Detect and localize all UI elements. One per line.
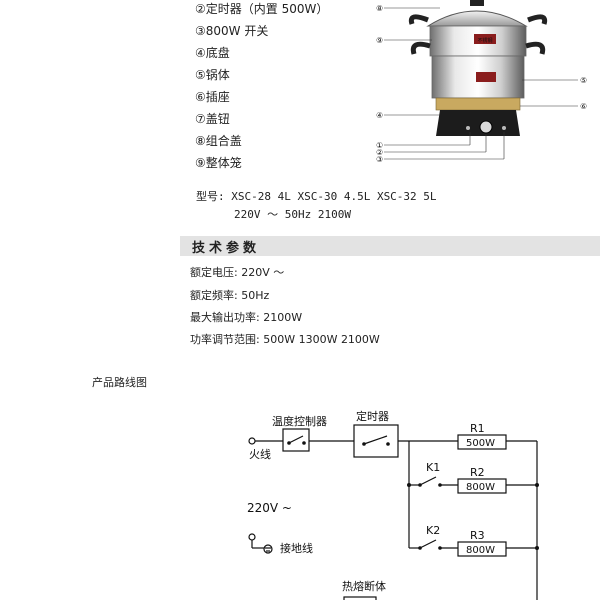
callout-1: ① [376,141,383,150]
r2-label: R2 [470,466,485,479]
spec-power-range: 功率调节范围: 500W 1300W 2100W [190,333,380,346]
circuit-caption: 产品路线图 [92,376,147,389]
part-item-pot-body: ⑤锅体 [195,68,230,82]
callout-2: ② [376,148,383,157]
ground-wire-label: 接地线 [280,541,313,555]
r2-value: 800W [466,482,495,493]
callout-8: ⑧ [376,4,383,13]
r3-label: R3 [470,529,485,542]
k2-label: K2 [426,524,440,537]
part-item-socket: ⑥插座 [195,90,230,104]
part-item-lid-knob: ⑦盖钮 [195,112,230,126]
fuse-label: 热熔断体 [342,579,386,593]
timer-label: 定时器 [356,409,389,423]
voltage-label: 220V ~ [247,501,292,515]
part-item-base: ④底盘 [195,46,230,60]
callout-4: ④ [376,111,383,120]
steamer-pot-drawing: 不锈钢 [408,0,548,136]
k1-switch-contact [419,476,437,486]
spec-voltage: 额定电压: 220V ～ [190,266,285,279]
model-line: 型号: XSC-28 4L XSC-30 4.5L XSC-32 5L [196,190,437,203]
tech-params-title: 技术参数 [192,241,261,256]
pot-logo: 不锈钢 [477,37,492,44]
part-item-steamer: ⑨整体笼 [195,156,242,170]
callout-5: ⑤ [580,76,587,85]
k2-switch-contact [419,539,437,549]
lid-knob-icon [470,0,484,6]
power-line: 220V ～ 50Hz 2100W [234,208,351,221]
ground-symbol-icon [263,544,273,554]
callout-6: ⑥ [580,102,587,111]
control-knob-icon [479,120,493,134]
tech-params-header: 技术参数 [180,236,600,256]
r1-label: R1 [470,422,485,435]
r3-value: 800W [466,545,495,556]
part-item-combo-lid: ⑧组合盖 [195,134,242,148]
live-wire-label: 火线 [249,447,271,461]
part-item-switch: ③800W 开关 [195,24,269,38]
spec-frequency: 额定频率: 50Hz [190,289,270,302]
callout-9: ⑨ [376,36,383,45]
spec-max-power: 最大输出功率: 2100W [190,311,303,324]
temp-controller-label: 温度控制器 [272,414,327,428]
k1-label: K1 [426,461,440,474]
part-item-timer: ②定时器（内置 500W） [195,2,329,16]
timer-switch-contact [363,435,388,445]
temp-switch-contact [288,435,304,444]
callout-3: ③ [376,155,383,164]
r1-value: 500W [466,438,495,449]
